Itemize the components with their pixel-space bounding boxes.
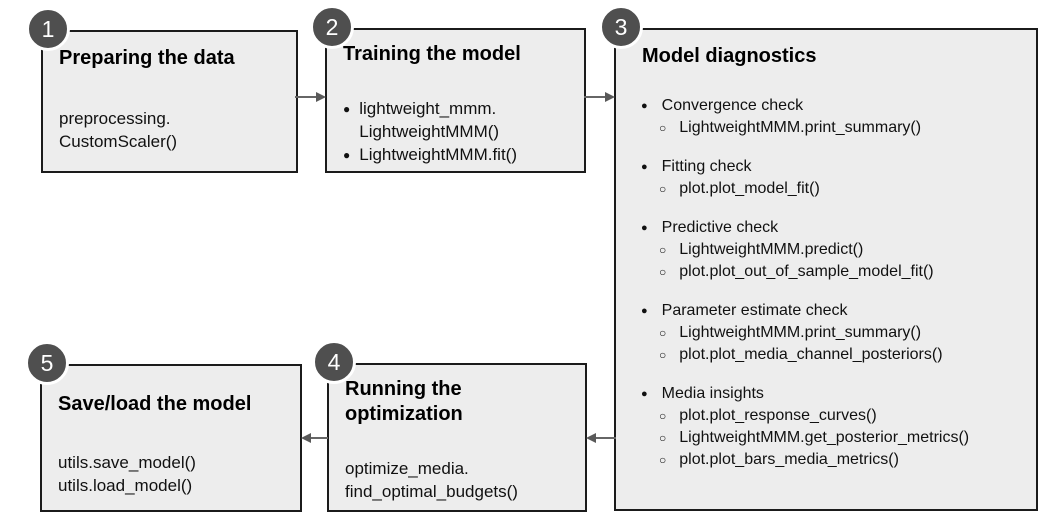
group-item-code: LightweightMMM.predict() [679,241,864,258]
bullet-circle-icon: ○ [659,453,667,467]
step-box-save-load-model: 5 Save/load the model utils.save_model()… [25,341,302,512]
step-code: optimize_media. find_optimal_budgets() [345,459,518,501]
bullet-dot-icon: ● [641,161,648,173]
group-item-row: ○ LightweightMMM.print_summary() [636,117,1020,139]
bullet-dot-icon: ● [641,305,648,317]
arrow-step4-to-step5-icon [301,433,328,443]
group-label: Convergence check [661,97,804,114]
group-item-code: LightweightMMM.print_summary() [679,119,922,136]
list-item: ● LightweightMMM.fit() [343,143,568,166]
bullet-circle-icon: ○ [659,348,667,362]
step-number-badge: 3 [599,5,643,49]
diagnostic-group-media-insights: ● Media insights ○ plot.plot_response_cu… [636,383,1020,471]
group-label-row: ● Predictive check [636,217,1020,239]
step-number-badge: 1 [26,7,70,51]
step-number: 5 [40,349,54,376]
bullet-circle-icon: ○ [659,265,667,279]
group-item-code: plot.plot_response_curves() [679,407,877,424]
bullet-dot-icon: ● [641,100,648,112]
step-number: 3 [614,13,628,40]
diagnostic-group-convergence: ● Convergence check ○ LightweightMMM.pri… [636,95,1020,139]
step-number: 4 [327,348,341,375]
bullet-circle-icon: ○ [659,431,667,445]
step-box-running-optimization: 4 Running the optimization optimize_medi… [312,340,587,512]
step-title: Training the model [343,43,521,65]
group-item-row: ○ LightweightMMM.get_posterior_metrics() [636,427,1020,449]
group-label: Fitting check [661,158,752,175]
step-title: Running the optimization [345,378,463,425]
group-item-code: plot.plot_bars_media_metrics() [679,451,899,468]
step-title: Preparing the data [59,47,235,69]
step-bullet-list: ● lightweight_mmm. LightweightMMM() ● Li… [343,97,568,166]
group-label-row: ● Fitting check [636,156,1020,178]
step-code: LightweightMMM.fit() [359,145,518,164]
bullet-dot-icon: ● [343,148,351,162]
diagnostic-group-predictive: ● Predictive check ○ LightweightMMM.pred… [636,217,1020,283]
step-box-preparing-data: 1 Preparing the data preprocessing. Cust… [26,7,298,173]
bullet-dot-icon: ● [641,388,648,400]
group-item-code: plot.plot_model_fit() [679,180,820,197]
bullet-circle-icon: ○ [659,121,667,135]
group-label-row: ● Convergence check [636,95,1020,117]
bullet-circle-icon: ○ [659,409,667,423]
arrow-step3-to-step4-icon [586,433,616,443]
group-item-code: LightweightMMM.get_posterior_metrics() [679,429,970,446]
bullet-circle-icon: ○ [659,243,667,257]
step-code: preprocessing. CustomScaler() [59,109,178,151]
group-item-row: ○ plot.plot_response_curves() [636,405,1020,427]
step-title: Model diagnostics [642,45,817,67]
step-box-model-diagnostics: 3 Model diagnostics ● Convergence check … [599,5,1038,511]
bullet-dot-icon: ● [343,102,351,116]
group-item-row: ○ plot.plot_out_of_sample_model_fit() [636,261,1020,283]
group-label: Predictive check [661,219,779,236]
group-label: Parameter estimate check [661,302,848,319]
step-number-badge: 4 [312,340,356,384]
arrow-step1-to-step2-icon [295,92,326,102]
list-item: ● lightweight_mmm. LightweightMMM() [343,97,568,143]
group-item-row: ○ plot.plot_model_fit() [636,178,1020,200]
group-item-row: ○ plot.plot_media_channel_posteriors() [636,344,1020,366]
diagnostic-group-parameter-estimate: ● Parameter estimate check ○ Lightweight… [636,300,1020,366]
diagnostic-group-fitting: ● Fitting check ○ plot.plot_model_fit() [636,156,1020,200]
group-item-row: ○ LightweightMMM.predict() [636,239,1020,261]
group-label-row: ● Parameter estimate check [636,300,1020,322]
step-box-training-model: 2 Training the model ● lightweight_mmm. … [310,5,586,173]
step-number-badge: 5 [25,341,69,385]
step-title: Save/load the model [58,393,252,415]
bullet-circle-icon: ○ [659,326,667,340]
group-label: Media insights [661,385,764,402]
group-item-code: plot.plot_out_of_sample_model_fit() [679,263,934,280]
step-number-badge: 2 [310,5,354,49]
group-item-row: ○ plot.plot_bars_media_metrics() [636,449,1020,471]
group-item-code: plot.plot_media_channel_posteriors() [679,346,943,363]
arrow-step2-to-step3-icon [584,92,615,102]
step-number: 2 [325,13,339,40]
step-number: 1 [41,15,55,42]
group-label-row: ● Media insights [636,383,1020,405]
bullet-dot-icon: ● [641,222,648,234]
group-item-row: ○ LightweightMMM.print_summary() [636,322,1020,344]
bullet-circle-icon: ○ [659,182,667,196]
step-code: lightweight_mmm. LightweightMMM() [359,99,500,141]
group-item-code: LightweightMMM.print_summary() [679,324,922,341]
step-code: utils.save_model() utils.load_model() [58,453,196,495]
